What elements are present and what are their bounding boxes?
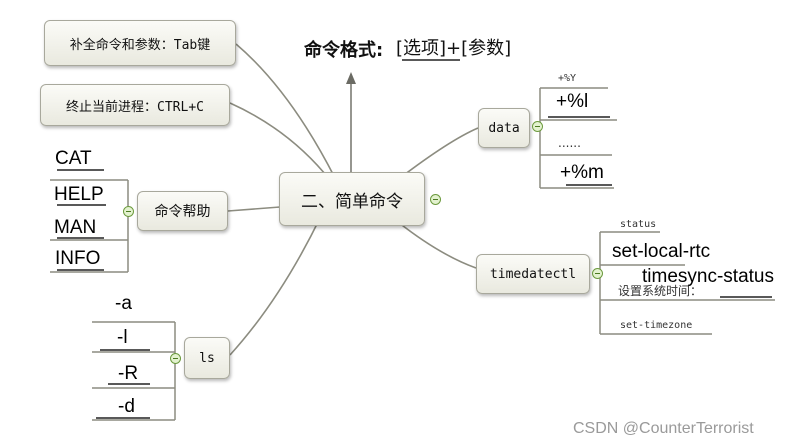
connector-ctrlc [229,102,331,181]
help-item-info: INFO [55,248,101,269]
node-tab-completion-label: 补全命令和参数：Tab键 [69,37,211,53]
central-node[interactable]: 二、简单命令 [279,172,425,226]
help-item-help: HELP [54,184,104,205]
ls-collapse-toggle[interactable] [170,353,181,364]
ls-item-a: -a [115,293,132,314]
connector-help [227,206,281,212]
watermark: CSDN @CounterTerrorist [573,420,754,437]
title-arrow-head [346,72,356,84]
node-timedatectl-label: timedatectl [489,266,577,282]
data-item-hour: +%l [556,91,589,112]
central-collapse-toggle[interactable] [430,194,441,205]
timedatectl-item-set-timezone: set-timezone [620,320,693,331]
ls-item-l: -l [117,327,128,348]
node-data-label: data [488,120,520,136]
connector-timedatectl [397,221,477,269]
node-terminate-process[interactable]: 终止当前进程：CTRL+C [40,84,230,126]
help-item-cat: CAT [55,148,92,169]
ls-item-d: -d [118,396,135,417]
help-collapse-toggle[interactable] [123,206,134,217]
help-item-man: MAN [54,217,97,238]
node-terminate-process-label: 终止当前进程：CTRL+C [66,99,204,115]
node-ls[interactable]: ls [184,337,230,379]
timedatectl-item-timesync-status: timesync-status [642,266,774,287]
data-item-year: +%Y [558,73,577,84]
node-data[interactable]: data [478,108,530,148]
node-tab-completion[interactable]: 补全命令和参数：Tab键 [44,20,236,66]
node-timedatectl[interactable]: timedatectl [476,254,590,294]
connector-ls [229,217,321,356]
data-item-month: +%m [560,162,604,183]
timedatectl-item-set-time: 设置系统时间： [618,284,703,298]
data-collapse-toggle[interactable] [532,121,543,132]
command-format-value: [选项]+[参数] [396,38,512,59]
command-format-label: 命令格式: [304,40,384,61]
data-item-ellipsis: ...... [558,136,581,150]
central-node-label: 二、简单命令 [301,191,403,212]
node-command-help[interactable]: 命令帮助 [137,191,228,231]
timedatectl-item-status: status [620,219,657,230]
timedatectl-item-set-local-rtc: set-local-rtc [612,241,711,262]
timedatectl-collapse-toggle[interactable] [592,268,603,279]
ls-item-r: -R [118,363,139,384]
node-command-help-label: 命令帮助 [154,204,211,220]
node-ls-label: ls [199,350,215,366]
connector-data [399,127,479,179]
connector-tab [235,43,336,179]
